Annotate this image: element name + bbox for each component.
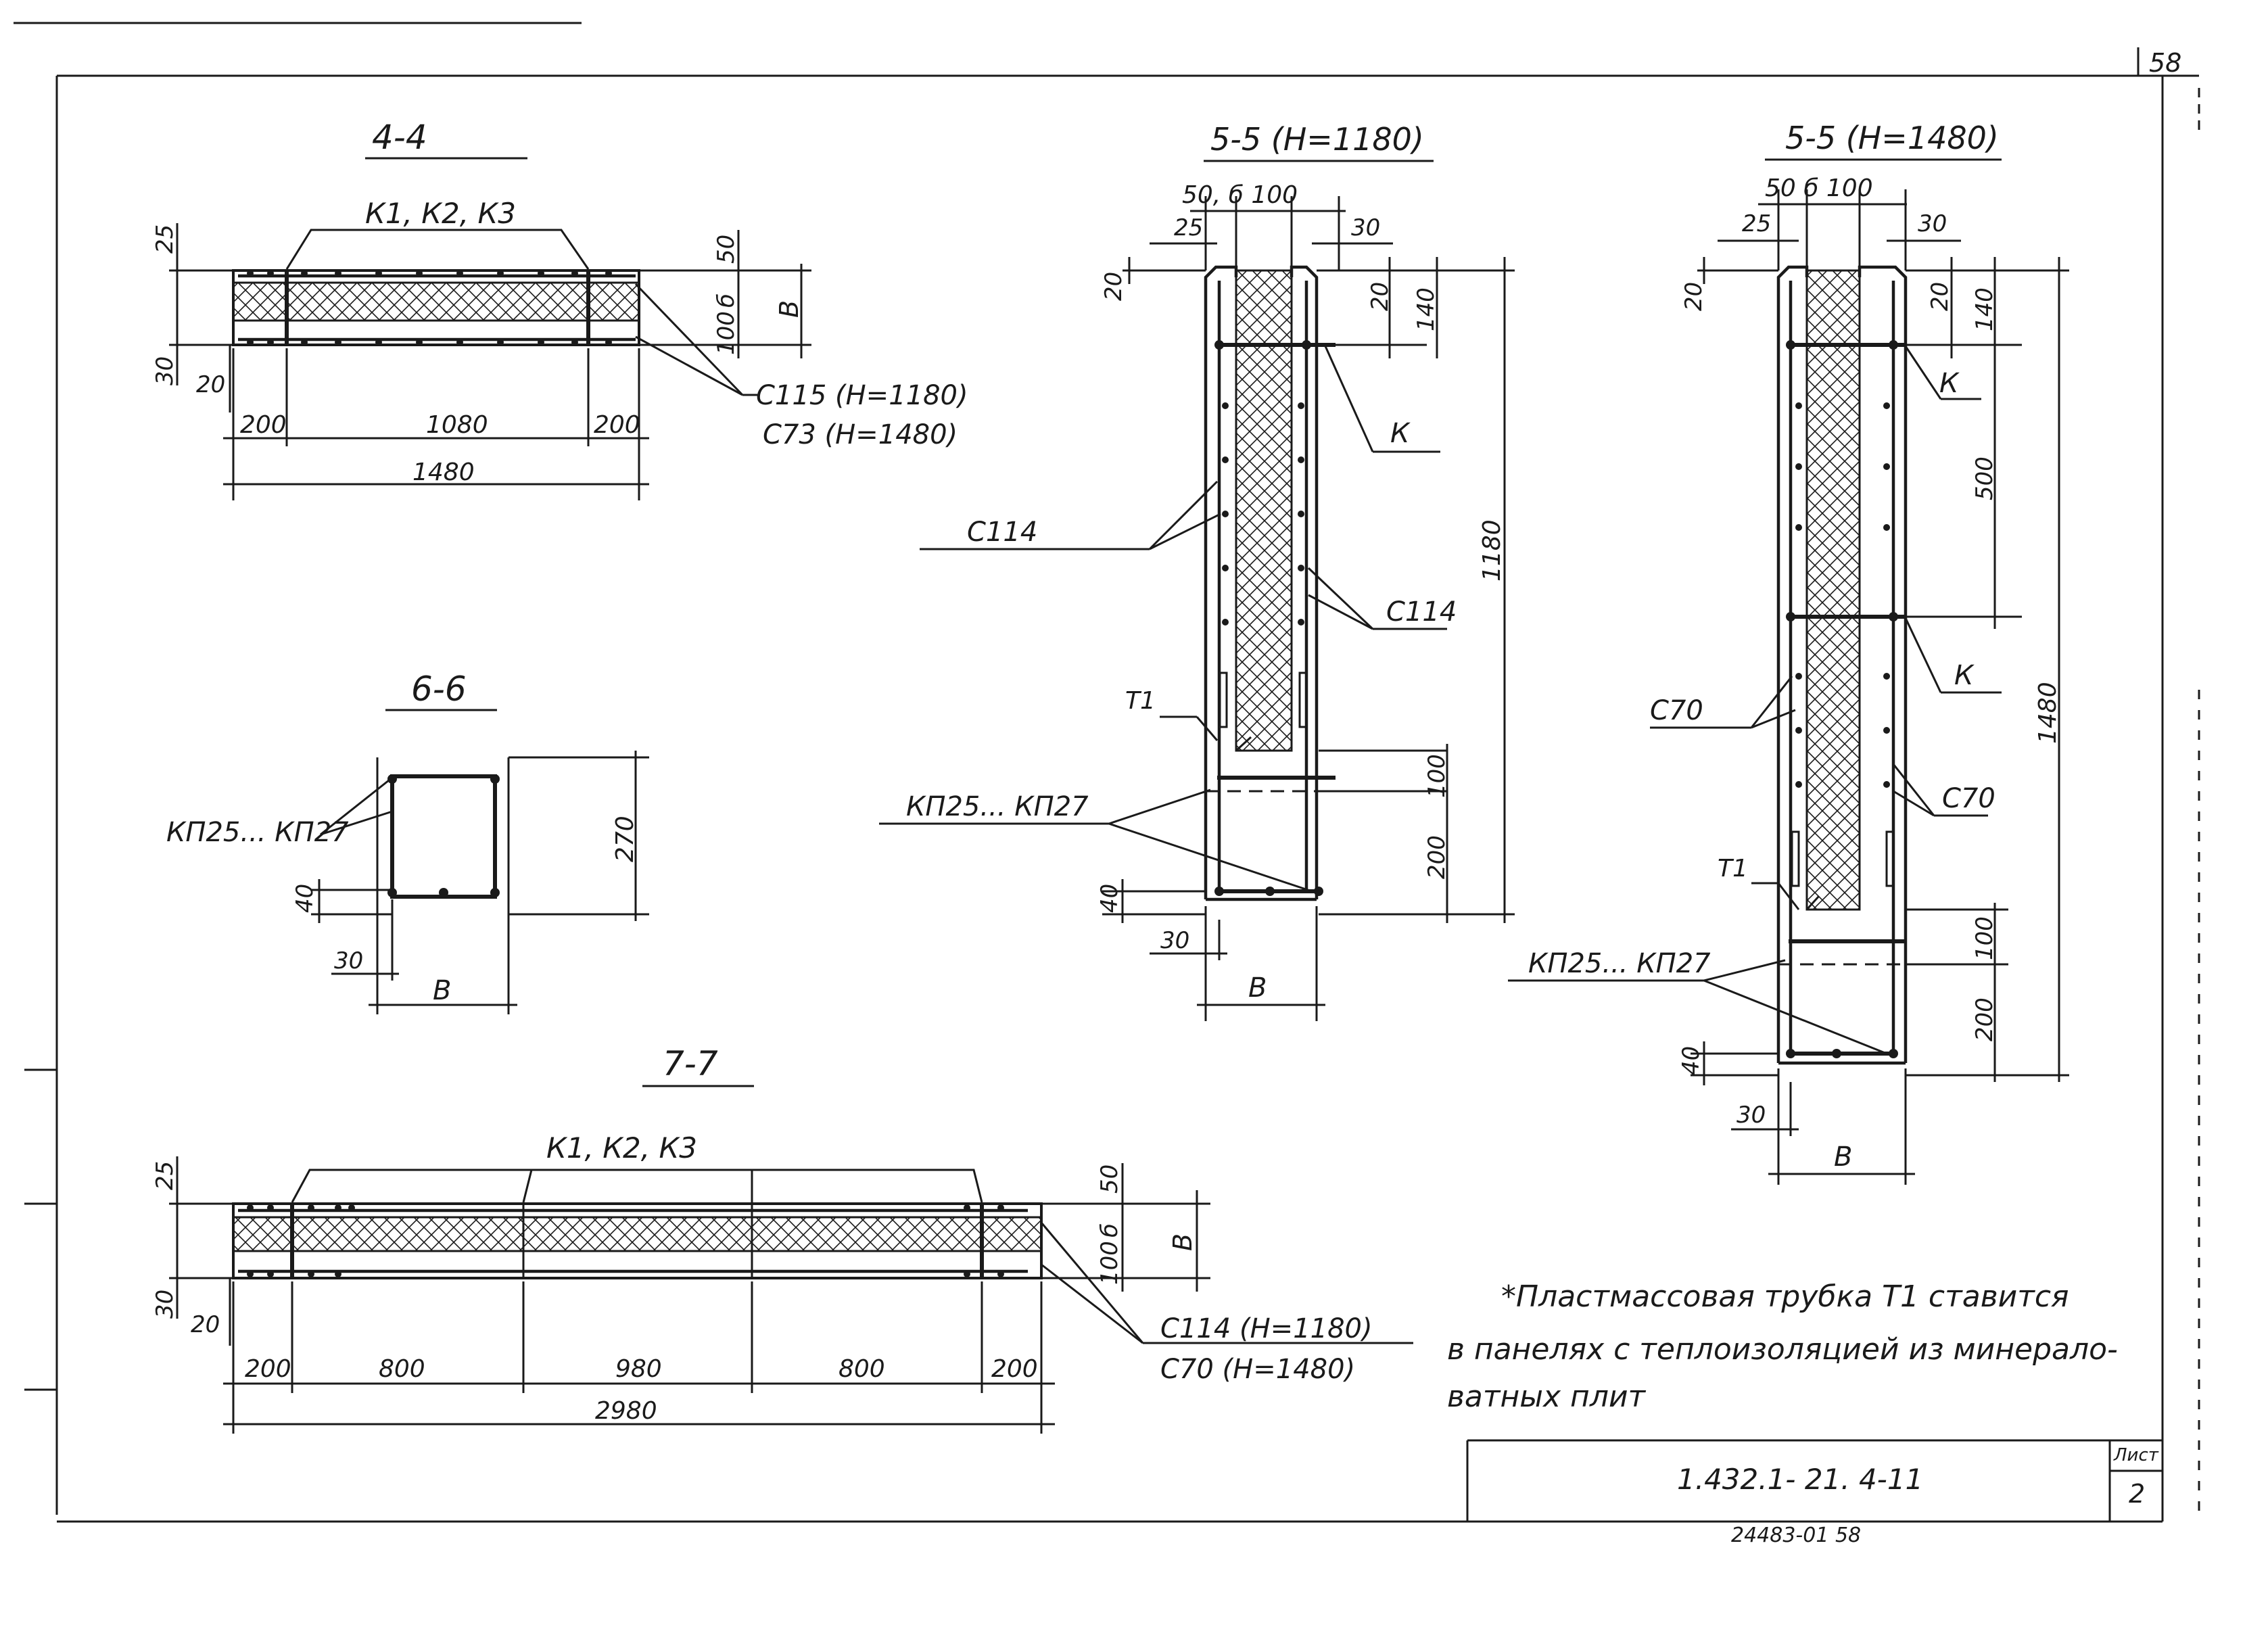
label-k: К bbox=[1390, 418, 1411, 449]
note-line-3: ватных плит bbox=[1447, 1380, 1647, 1414]
dim-25: 25 bbox=[1174, 214, 1203, 241]
dim-B: В bbox=[1168, 1233, 1198, 1251]
footnote: *Пластмассовая трубка Т1 ставится в пане… bbox=[1447, 1279, 2118, 1414]
dim-30: 30 bbox=[334, 947, 363, 974]
dim-200-right: 200 bbox=[594, 411, 640, 439]
dim-30: 30 bbox=[1351, 214, 1380, 241]
dim-500: 500 bbox=[1971, 456, 1998, 500]
label-c70-right: С70 bbox=[1942, 783, 1995, 814]
label-kp: КП25... КП27 bbox=[906, 791, 1089, 822]
section-6-6: 6-6 КП25... КП27 270 40 30 В bbox=[166, 669, 649, 1014]
note-line-2: в панелях с теплоизоляцией из минерало- bbox=[1447, 1332, 2118, 1367]
dim-980: 980 bbox=[615, 1355, 662, 1383]
label-c70-left: С70 bbox=[1650, 695, 1703, 726]
dim-200-left: 200 bbox=[245, 1355, 291, 1383]
label-c114-right: С114 bbox=[1386, 596, 1457, 628]
sheet-number: 2 bbox=[2129, 1479, 2145, 1509]
archive-number: 24483-01 58 bbox=[1731, 1524, 1861, 1547]
dim-140: 140 bbox=[1971, 287, 1998, 331]
dim-B: В bbox=[774, 300, 804, 318]
sheet-frame bbox=[14, 22, 2200, 1523]
dim-b: б bbox=[1096, 1223, 1123, 1238]
dim-1080: 1080 bbox=[426, 411, 488, 439]
section-7-7: 7-7 К1, К2, К3 25 30 20 50 б 100 bbox=[151, 1044, 1413, 1434]
section-4-4-rebar-label: К1, К2, К3 bbox=[365, 197, 516, 230]
insulation-hatch bbox=[232, 281, 640, 322]
section-7-7-rebar-label: К1, К2, К3 bbox=[546, 1131, 697, 1164]
dim-40: 40 bbox=[1096, 884, 1123, 913]
dim-B: В bbox=[1834, 1141, 1852, 1173]
dim-20-right: 20 bbox=[1927, 282, 1954, 311]
dim-20-left: 20 bbox=[1680, 282, 1707, 311]
label-c114-left: С114 bbox=[967, 517, 1037, 548]
dim-140: 140 bbox=[1413, 287, 1440, 331]
dim-20: 20 bbox=[196, 371, 225, 398]
section-7-7-title: 7-7 bbox=[663, 1044, 718, 1083]
dim-B: В bbox=[433, 975, 451, 1006]
dim-1480: 1480 bbox=[2034, 682, 2062, 744]
section-7-7-mesh-2: С70 (Н=1480) bbox=[1160, 1354, 1355, 1385]
insulation-hatch bbox=[232, 1216, 1043, 1252]
dim-50: 50 bbox=[1096, 1164, 1123, 1194]
section-6-6-label: КП25... КП27 bbox=[166, 817, 349, 848]
section-4-4: 4-4 К1, К2, К3 25 30 20 50 б 100 bbox=[151, 118, 968, 500]
dim-30-bottom: 30 bbox=[1160, 927, 1189, 954]
note-line-1: *Пластмассовая трубка Т1 ставится bbox=[1501, 1279, 2069, 1314]
dim-800-left: 800 bbox=[379, 1355, 425, 1383]
page-number: 58 bbox=[2149, 48, 2181, 78]
dim-50: 50 bbox=[713, 235, 740, 264]
dim-200-left: 200 bbox=[240, 411, 287, 439]
dim-B: В bbox=[1248, 972, 1267, 1004]
section-5-5-h1180: 5-5 (Н=1180) 50, б 100 25 30 bbox=[879, 121, 1515, 1021]
dim-30: 30 bbox=[151, 356, 179, 385]
section-4-4-title: 4-4 bbox=[372, 118, 427, 157]
label-k2: К bbox=[1954, 660, 1975, 691]
section-5-5-1480-title: 5-5 (Н=1480) bbox=[1785, 120, 1999, 156]
dim-top: 50, б 100 bbox=[1182, 181, 1298, 209]
dim-200: 200 bbox=[1971, 997, 1998, 1041]
label-t1: Т1 bbox=[1718, 855, 1748, 882]
dim-25: 25 bbox=[151, 225, 179, 254]
dim-30: 30 bbox=[151, 1290, 179, 1319]
dim-30: 30 bbox=[1918, 210, 1947, 237]
dim-30-bottom: 30 bbox=[1737, 1102, 1766, 1129]
label-kp: КП25... КП27 bbox=[1528, 948, 1711, 979]
section-5-5-h1480: 5-5 (Н=1480) 50 б 100 25 30 bbox=[1508, 120, 2069, 1185]
dim-100: 100 bbox=[713, 311, 740, 355]
dim-b: б bbox=[713, 293, 740, 308]
dim-40: 40 bbox=[291, 884, 318, 913]
dim-100: 100 bbox=[1096, 1241, 1123, 1285]
sheet-label: Лист bbox=[2113, 1445, 2159, 1465]
insulation-hatch bbox=[1805, 269, 1861, 911]
section-4-4-mesh-2: С73 (Н=1480) bbox=[763, 419, 958, 450]
section-6-6-title: 6-6 bbox=[411, 669, 467, 709]
dim-100: 100 bbox=[1423, 754, 1450, 798]
dim-40: 40 bbox=[1678, 1046, 1705, 1075]
dim-1480: 1480 bbox=[412, 458, 475, 486]
dim-25: 25 bbox=[1742, 210, 1771, 237]
dim-200: 200 bbox=[1423, 835, 1450, 879]
label-t1: Т1 bbox=[1125, 687, 1156, 715]
dim-1180: 1180 bbox=[1478, 519, 1506, 582]
title-block bbox=[1466, 1439, 2163, 1522]
section-5-5-1180-title: 5-5 (Н=1180) bbox=[1210, 121, 1424, 158]
section-4-4-mesh-1: С115 (Н=1180) bbox=[756, 380, 968, 411]
dim-200-right: 200 bbox=[991, 1355, 1038, 1383]
dim-800-right: 800 bbox=[838, 1355, 885, 1383]
label-k1: К bbox=[1939, 368, 1960, 399]
dim-2980: 2980 bbox=[595, 1397, 657, 1425]
dim-100: 100 bbox=[1971, 916, 1998, 960]
drawing-code: 1.432.1- 21. 4-11 bbox=[1677, 1463, 1923, 1496]
dim-top: 50 б 100 bbox=[1765, 174, 1873, 202]
dim-270: 270 bbox=[611, 816, 639, 862]
dim-25: 25 bbox=[151, 1161, 179, 1190]
section-7-7-mesh-1: С114 (Н=1180) bbox=[1160, 1313, 1373, 1344]
dim-20-left: 20 bbox=[1100, 272, 1127, 301]
dim-20: 20 bbox=[191, 1311, 220, 1338]
dim-20-right: 20 bbox=[1367, 282, 1394, 311]
insulation-hatch bbox=[1235, 269, 1293, 752]
